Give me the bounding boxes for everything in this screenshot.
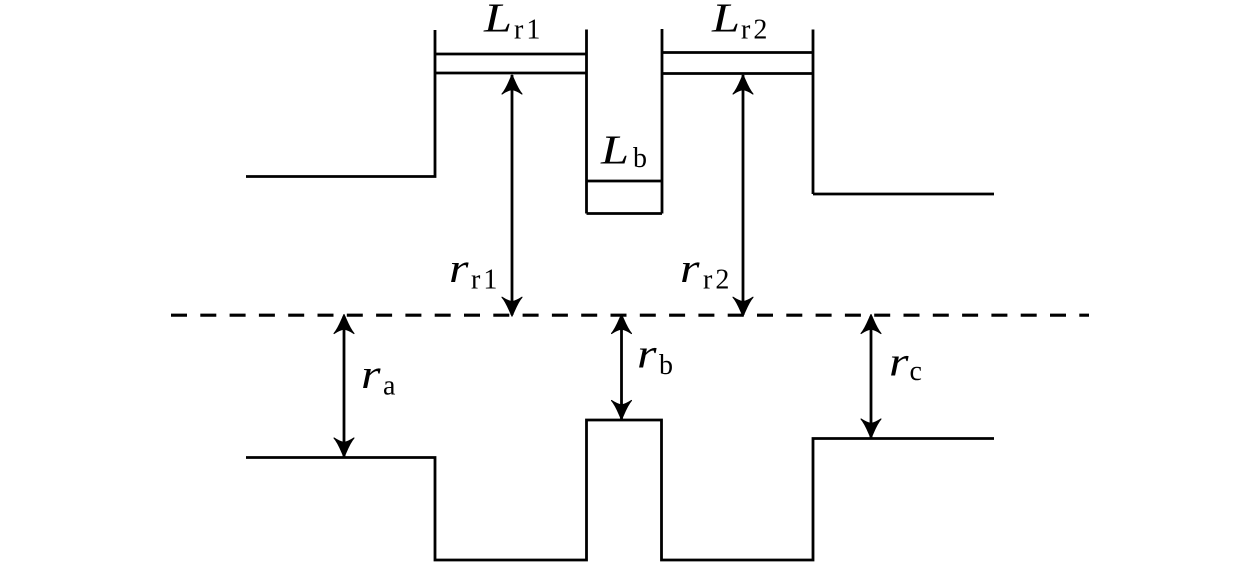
svg-text:L: L bbox=[711, 0, 740, 41]
svg-text:r1: r1 bbox=[514, 15, 543, 46]
svg-text:r: r bbox=[889, 339, 910, 385]
svg-text:a: a bbox=[383, 371, 396, 402]
svg-text:L: L bbox=[483, 0, 512, 41]
svg-text:r: r bbox=[637, 331, 658, 377]
svg-text:b: b bbox=[659, 350, 673, 381]
svg-text:r: r bbox=[449, 245, 470, 291]
svg-text:r: r bbox=[361, 351, 382, 397]
svg-text:L: L bbox=[600, 127, 629, 173]
svg-text:r1: r1 bbox=[471, 265, 500, 296]
svg-text:r2: r2 bbox=[741, 15, 770, 46]
svg-text:c: c bbox=[910, 356, 922, 387]
svg-text:r2: r2 bbox=[703, 265, 732, 296]
svg-text:r: r bbox=[680, 245, 701, 291]
svg-text:b: b bbox=[633, 143, 647, 174]
